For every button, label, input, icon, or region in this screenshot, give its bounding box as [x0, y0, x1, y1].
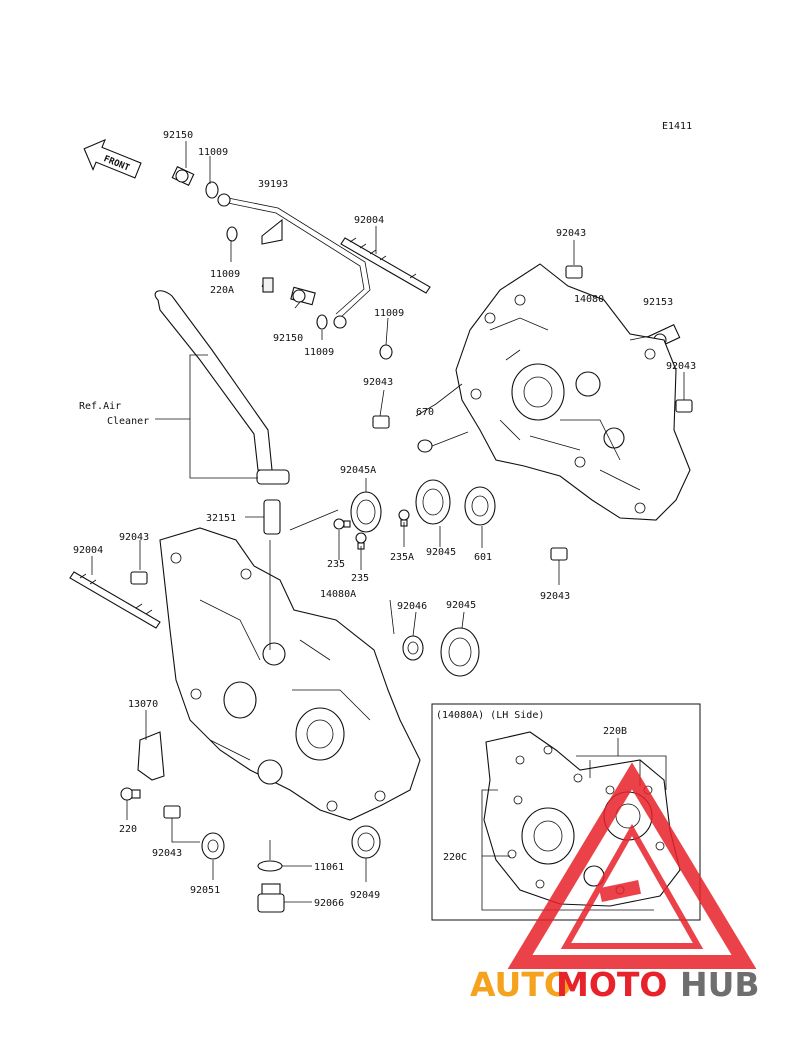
- stud-92004-left: [69, 571, 161, 629]
- bearing-92045: [415, 479, 451, 525]
- label-13070: 13070: [128, 699, 158, 710]
- crankcase-left-14080a: [159, 527, 421, 821]
- washer-11009-b: [226, 226, 238, 242]
- bearing-601: [464, 486, 496, 526]
- label-235a: 235A: [390, 552, 414, 563]
- bearing-92046: [402, 635, 424, 661]
- label-92150: 92150: [163, 130, 193, 141]
- label-235: 235: [351, 573, 369, 584]
- crankcase-right-14080: [455, 263, 691, 521]
- label-11009: 11009: [198, 147, 228, 158]
- label-11009: 11009: [304, 347, 334, 358]
- label-92153: 92153: [643, 297, 673, 308]
- label-92043: 92043: [556, 228, 586, 239]
- dowel-92043-c: [675, 399, 693, 413]
- bolt-220: [120, 787, 141, 801]
- front-arrow-icon: FRONT: [83, 138, 142, 179]
- washer-11061: [257, 860, 283, 872]
- label-92004: 92004: [73, 545, 103, 556]
- stud-92004-top: [340, 237, 431, 294]
- label-92004: 92004: [354, 215, 384, 226]
- label-92046: 92046: [397, 601, 427, 612]
- inset-title: (14080A) (LH Side): [436, 710, 544, 721]
- label-92043: 92043: [666, 361, 696, 372]
- dowel-92043-a: [565, 265, 583, 279]
- dowel-92043-b: [372, 415, 390, 429]
- label-92043: 92043: [119, 532, 149, 543]
- label-32151: 32151: [206, 513, 236, 524]
- dowel-92043-d: [130, 571, 148, 585]
- label-92150: 92150: [273, 333, 303, 344]
- label-92043: 92043: [152, 848, 182, 859]
- watermark-moto: MOTO: [556, 965, 667, 1004]
- label-235: 235: [327, 559, 345, 570]
- diagram-code: E1411: [662, 121, 692, 132]
- label-601: 601: [474, 552, 492, 563]
- ref-air-label-1: Ref.Air: [79, 401, 121, 412]
- inset-label-220b: 220B: [603, 726, 627, 737]
- plate-13070: [137, 731, 165, 781]
- label-92049: 92049: [350, 890, 380, 901]
- label-92045: 92045: [426, 547, 456, 558]
- banjo-bolt-b: [290, 286, 316, 306]
- label-92045a: 92045A: [340, 465, 376, 476]
- o-ring-670: [417, 439, 433, 453]
- banjo-bolt-a: [171, 166, 195, 186]
- seal-92051: [201, 832, 225, 860]
- leader-lines: [91, 141, 685, 903]
- label-14080: 14080: [574, 294, 604, 305]
- label-11061: 11061: [314, 862, 344, 873]
- label-220: 220: [119, 824, 137, 835]
- label-92051: 92051: [190, 885, 220, 896]
- breather-hose: [154, 290, 290, 535]
- inset-label-220c: 220C: [443, 852, 467, 863]
- dowel-92043-e: [550, 547, 568, 561]
- label-14080a: 14080A: [320, 589, 356, 600]
- bearing-92045-lower: [440, 627, 480, 677]
- label-11009: 11009: [374, 308, 404, 319]
- washer-11009-d: [379, 344, 393, 360]
- label-92043: 92043: [363, 377, 393, 388]
- label-39193: 39193: [258, 179, 288, 190]
- ref-air-label-2: Cleaner: [107, 416, 149, 427]
- screw-235-a: [333, 518, 351, 530]
- watermark-auto: AUTO: [470, 965, 572, 1004]
- part-labels: 92150 11009 39193 11009 220A 92004 92043…: [73, 130, 696, 909]
- label-92066: 92066: [314, 898, 344, 909]
- drain-plug-92066: [257, 883, 285, 913]
- oil-seal-92049: [351, 825, 381, 859]
- label-670: 670: [416, 407, 434, 418]
- washer-11009-c: [316, 314, 328, 330]
- label-92045: 92045: [446, 600, 476, 611]
- dowel-92043-f: [163, 805, 181, 819]
- washer-11009-a: [205, 181, 219, 199]
- label-11009: 11009: [210, 269, 240, 280]
- label-92043: 92043: [540, 591, 570, 602]
- bolt-220a: [262, 277, 274, 293]
- bearing-92045a: [350, 491, 382, 533]
- oil-pipe: [217, 193, 371, 329]
- watermark-logo-icon: [507, 762, 757, 969]
- watermark-hub: HUB: [680, 965, 760, 1004]
- automotohub-watermark: AUTO MOTO HUB: [470, 762, 760, 1004]
- label-220a: 220A: [210, 285, 234, 296]
